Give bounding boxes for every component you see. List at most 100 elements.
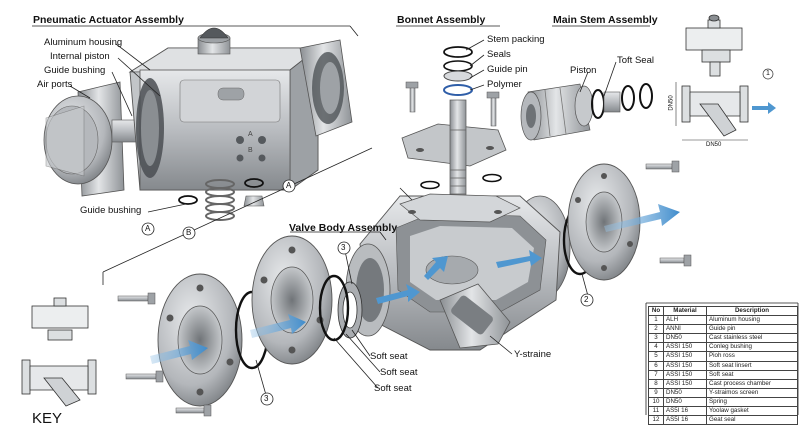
parts-cell-material: ASSI 150 <box>663 342 707 353</box>
parts-cell-description: Y-straimos screen <box>706 387 798 398</box>
marker-a-1: A <box>286 181 292 190</box>
parts-cell-material: DN50 <box>663 333 707 344</box>
outlet-flange <box>567 163 641 281</box>
callout-toft-seal: Toft Seal <box>617 55 654 66</box>
title-valve-body: Valve Body Assembly <box>289 222 398 234</box>
svg-text:B: B <box>248 147 253 154</box>
marker-1: 1 <box>766 70 770 77</box>
valve-icon-top-right <box>675 14 774 141</box>
actuator-left-endcap <box>43 81 125 197</box>
callout-aluminum-housing: Aluminum housing <box>44 37 123 48</box>
key-label: KEY <box>32 410 63 427</box>
seals-washer <box>443 70 473 82</box>
parts-cell-no: 9 <box>648 387 664 398</box>
actuator-oring-right <box>244 178 264 188</box>
flow-arrow-body-inlet <box>376 284 420 304</box>
parts-cell-no: 1 <box>648 315 664 326</box>
parts-cell-no: 4 <box>648 342 664 353</box>
parts-cell-material: ANNI <box>663 324 707 335</box>
parts-cell-no: 11 <box>648 406 664 417</box>
callout-guide-pin: Guide pin <box>487 64 528 75</box>
parts-cell-no: 2 <box>648 324 664 335</box>
parts-cell-no: 12 <box>648 415 664 426</box>
parts-cell-description: Pioh ross <box>706 351 798 362</box>
flow-arrow-outlet <box>604 204 680 232</box>
parts-cell-no: 3 <box>648 333 664 344</box>
dimension-dn50-horizontal: DN50 <box>706 142 722 148</box>
title-main-stem: Main Stem Assembly <box>553 14 658 26</box>
parts-cell-description: Yoolaw gasket <box>706 406 798 417</box>
stem-packing-ring <box>443 46 473 58</box>
leader-lines <box>32 25 799 415</box>
title-bonnet: Bonnet Assembly <box>397 14 486 26</box>
parts-cell-description: Cast process chamber <box>706 378 798 389</box>
title-actuator: Pneumatic Actuator Assembly <box>33 14 184 26</box>
parts-cell-material: DN50 <box>663 387 707 398</box>
parts-cell-no: 6 <box>648 360 664 371</box>
actuator-right-endcap <box>299 39 353 137</box>
marker-b: B <box>186 228 192 237</box>
callout-soft-seat-1: Soft seat <box>370 351 408 362</box>
callout-soft-seat-3: Soft seat <box>374 383 412 394</box>
parts-header-description: Description <box>706 305 798 317</box>
inlet-bolts <box>117 292 212 417</box>
flow-arrow-inlet-1 <box>150 340 208 364</box>
parts-cell-material: ASSI 150 <box>663 378 707 389</box>
dimension-dn50-vertical: DN50 <box>668 95 675 111</box>
parts-cell-description: Spring <box>706 396 798 408</box>
callout-soft-seat-2: Soft seat <box>380 367 418 378</box>
parts-cell-no: 8 <box>648 378 664 389</box>
parts-header-no: No <box>648 305 664 317</box>
parts-cell-description: Soft seat <box>706 369 798 380</box>
valve-icon-flow-arrow <box>752 102 776 114</box>
parts-cell-material: AS5I 16 <box>663 415 707 426</box>
callout-air-ports: Air ports <box>37 79 73 90</box>
outlet-bolts <box>645 160 692 267</box>
inlet-flange-left <box>157 273 243 407</box>
parts-cell-material: DN50 <box>663 396 707 408</box>
parts-cell-description: Geat seal <box>706 415 798 426</box>
parts-cell-no: 7 <box>648 369 664 380</box>
callout-guide-bushing-top: Guide bushing <box>44 65 106 76</box>
parts-table-header: No Material Description <box>648 305 798 317</box>
actuator-nut <box>243 195 265 207</box>
parts-cell-description: Conleg bushing <box>706 342 798 353</box>
actuator-oring-left <box>178 195 198 205</box>
parts-cell-material: ASSI 150 <box>663 369 707 380</box>
body-gasket <box>318 274 350 342</box>
callout-y-strainer: Y-straine <box>514 349 552 360</box>
actuator-housing: A B <box>128 47 320 191</box>
flow-arrow-inlet-2 <box>250 314 306 338</box>
key-valve-icon <box>21 297 97 407</box>
marker-3-top: 3 <box>341 243 346 252</box>
parts-cell-material: ALH <box>663 315 707 326</box>
parts-cell-description: Aluminum housing <box>706 315 798 326</box>
bonnet-bolt-right <box>490 95 497 127</box>
main-stem-assembly <box>520 83 653 141</box>
flow-arrow-body-internal <box>424 256 448 280</box>
parts-cell-material: AS5I 16 <box>663 406 707 417</box>
guide-pin-ring <box>443 84 473 96</box>
parts-cell-material: ASSI 150 <box>663 351 707 362</box>
callout-polymer: Polymer <box>487 79 522 90</box>
callout-internal-piston: Internal piston <box>50 51 110 62</box>
marker-a-2: A <box>145 224 151 233</box>
flow-arrow-body-outlet <box>496 250 542 268</box>
marker-2: 2 <box>584 295 589 304</box>
